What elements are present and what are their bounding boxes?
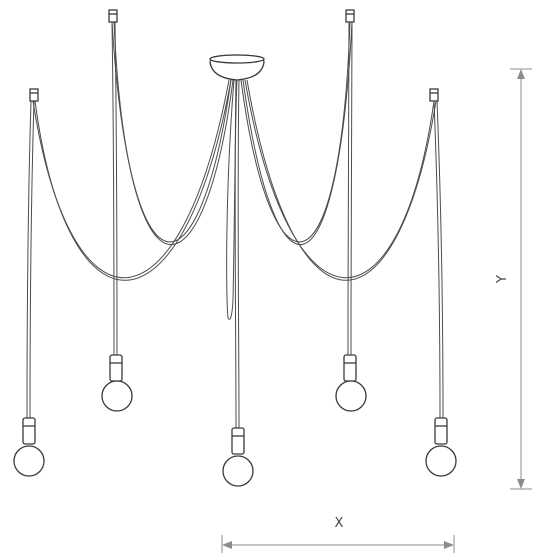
ceiling-hook-2: [345, 9, 355, 23]
bulb-2: [335, 354, 367, 412]
bulb-5: [222, 427, 254, 487]
cable-1: [111, 21, 234, 356]
ceiling-hook-1: [108, 9, 118, 23]
bulb-1: [101, 354, 133, 412]
ceiling-hook-3: [29, 88, 39, 102]
cable-3: [26, 79, 232, 419]
bulb-3: [13, 417, 45, 477]
ceiling-hook-4: [429, 88, 439, 102]
arrow-right-icon: [444, 541, 454, 549]
arrow-down-icon: [517, 479, 525, 489]
dimension-x-label: X: [335, 516, 344, 531]
ceiling-canopy: [209, 54, 265, 81]
cable-2: [240, 21, 353, 356]
dimension-x: X: [221, 516, 455, 553]
cable-4: [244, 79, 444, 419]
dimension-y-label: Y: [495, 275, 510, 284]
bulb-4: [425, 417, 457, 477]
arrow-left-icon: [222, 541, 232, 549]
cable-5: [226, 79, 240, 429]
dimension-y: Y: [495, 68, 532, 490]
arrow-up-icon: [517, 69, 525, 79]
